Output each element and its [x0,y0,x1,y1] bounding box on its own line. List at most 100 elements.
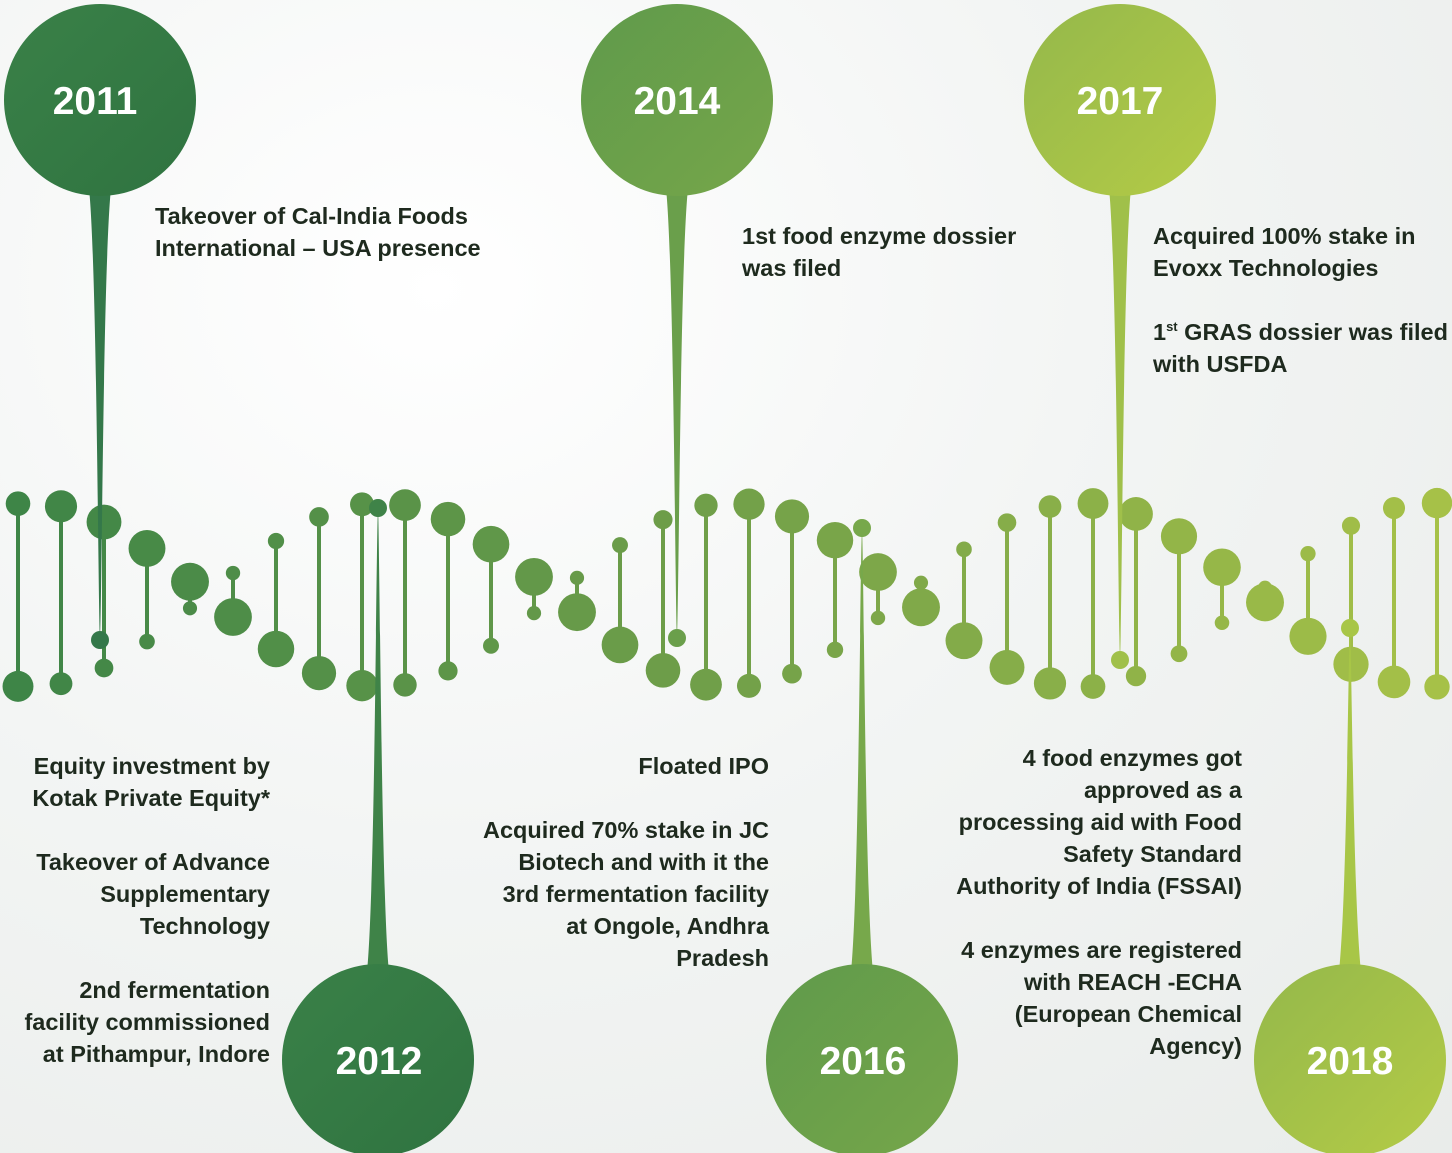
milestone-item-with-ordinal: 1st GRAS dossier was filed with USFDA [1153,316,1448,380]
helix-bead [1382,497,1406,520]
helix-bead [558,593,596,632]
milestone-circle [1024,4,1216,196]
helix-bead [1214,615,1230,631]
helix-bead [44,490,78,523]
milestone-item: Acquired 100% stake in Evoxx Technologie… [1153,223,1416,281]
year-label: 2011 [52,80,138,123]
ordinal-number: 1 [1153,319,1167,345]
milestone-item: Takeover of Advance Supplementary Techno… [36,849,270,939]
helix-bead [902,588,940,627]
milestone-item: 1st food enzyme dossier was filed [742,223,1017,281]
milestone-item: 4 enzymes are registered with REACH -ECH… [961,937,1242,1059]
helix-bead [816,521,854,559]
helix-bead [515,557,553,596]
helix-bead [139,633,155,650]
helix-bead [1424,674,1450,700]
pin-tip-dot [853,519,871,537]
pin-stem [666,188,688,638]
milestone-circle [766,964,958,1153]
helix-bead [913,575,929,590]
milestone-item: Floated IPO [638,753,769,779]
helix-bead [526,606,542,621]
pin-tip-dot [668,629,686,647]
milestone-description: 4 food enzymes got approved as a process… [955,742,1242,1062]
pin-tip-dot [1111,651,1129,669]
pin-tip-dot [91,631,109,649]
helix-bead [1125,665,1147,687]
helix-bead [389,489,421,521]
helix-bead [472,525,510,563]
helix-bead [350,492,374,517]
helix-bead [690,668,722,701]
milestone-item: Takeover of Cal-India Foods Internationa… [155,203,481,261]
helix-bead [997,513,1017,532]
helix-bead [1077,488,1109,519]
helix-bead [430,501,466,537]
helix-bead [653,510,673,530]
milestone-circle [1254,964,1446,1153]
helix-bead [1160,518,1198,555]
helix-bead [1289,617,1327,655]
helix-bead [438,661,458,681]
helix-bead [2,670,34,702]
helix-bead [989,649,1025,685]
year-label: 2017 [1076,80,1164,123]
helix-bead [736,673,762,698]
helix-bead [257,630,295,668]
milestone-pins [4,4,1446,1153]
milestone-description: Floated IPO Acquired 70% stake in JC Bio… [480,750,769,974]
milestone-item: Equity investment by Kotak Private Equit… [32,753,270,811]
helix-bead [393,673,417,697]
pin-stem [1339,628,1361,972]
helix-bead [1033,667,1067,700]
helix-bead [1246,583,1284,622]
helix-bead [569,570,585,585]
pin-stem [851,528,873,972]
helix-bead [94,658,114,678]
helix-bead [1119,497,1153,531]
helix-bead [182,601,198,616]
helix-bead [86,504,122,540]
helix-bead [267,532,285,550]
year-label: 2014 [633,80,721,123]
helix-bead [309,507,329,527]
helix-bead [956,541,972,558]
helix-bead [826,641,844,658]
milestone-description: 1st food enzyme dossier was filed [742,220,1062,284]
pin-tip-dot [1341,619,1359,637]
helix-bead [612,537,628,554]
helix-bead [1203,548,1241,587]
ordinal-suffix: st [1166,319,1178,334]
milestone-description: Equity investment by Kotak Private Equit… [0,750,270,1070]
helix-bead [1421,487,1452,519]
helix-bead [346,669,378,702]
helix-bead [601,626,639,664]
helix-bead [774,499,810,534]
year-label: 2016 [819,1040,907,1083]
helix-beads [2,487,1452,702]
helix-bead [5,491,31,516]
helix-bead [1038,495,1062,518]
helix-bead [1170,645,1188,663]
helix-bead [733,488,765,520]
helix-bead [645,653,681,688]
helix-bead [1300,546,1316,562]
helix-bead [694,493,718,517]
milestone-description: Acquired 100% stake in Evoxx Technologie… [1153,220,1448,380]
helix-bead [859,553,897,591]
pin-tip-dot [369,499,387,517]
milestone-description: Takeover of Cal-India Foods Internationa… [155,200,535,264]
milestone-item: Acquired 70% stake in JC Biotech and wit… [482,817,769,971]
milestone-circle [4,4,196,196]
milestone-item: 2nd fermentation facility commissioned a… [24,977,270,1067]
helix-bead [214,598,252,636]
pin-stem [89,188,111,640]
pin-stem [1109,188,1131,660]
milestone-item: GRAS dossier was filed with USFDA [1153,319,1448,377]
helix-bead [301,655,337,691]
helix-bead [171,562,209,601]
helix-bead [1341,516,1361,535]
helix-bead [945,622,983,660]
helix-bead [128,529,166,567]
milestone-circle [581,4,773,196]
